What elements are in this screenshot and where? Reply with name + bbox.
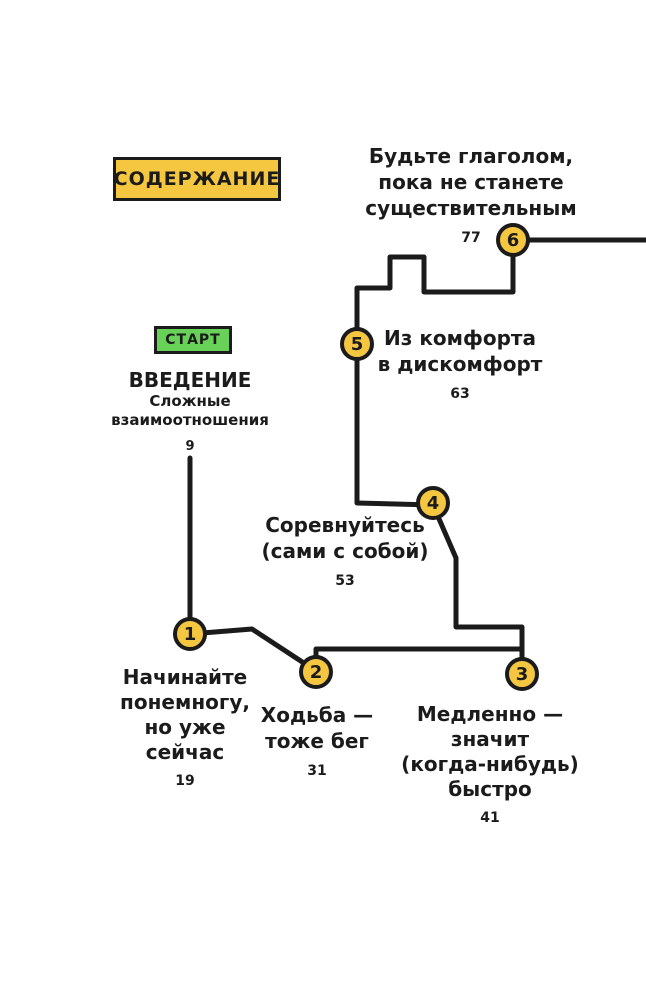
chapter-page-number: 77	[461, 230, 481, 246]
station-marker-2: 2	[299, 655, 333, 689]
chapter-title-line: Медленно —	[416, 702, 564, 726]
chapter-title-line: Начинайте	[122, 665, 248, 689]
station-number: 3	[515, 663, 529, 685]
intro-title: ВВЕДЕНИЕ	[128, 368, 252, 392]
chapter-title-line: сейчас	[145, 740, 225, 764]
station-number: 1	[183, 623, 197, 645]
contents-title: СОДЕРЖАНИЕ	[113, 168, 281, 190]
chapter-title-line: пока не станете	[378, 170, 564, 194]
chapter-6-label: Будьте глаголом, пока не станете существ…	[295, 143, 646, 251]
chapter-title-line: Будьте глаголом,	[368, 144, 574, 168]
intro-page-number: 9	[185, 439, 195, 454]
chapter-page-number: 31	[307, 763, 327, 779]
chapter-page-number: 53	[335, 573, 355, 589]
chapter-title-line: Ходьба —	[260, 703, 374, 727]
station-number: 4	[426, 492, 440, 514]
chapter-title-line: (сами с собой)	[261, 539, 429, 563]
chapter-4-label: Соревнуйтесь (сами с собой) 53	[245, 512, 445, 594]
intro-subtitle-line: Сложные	[149, 392, 231, 410]
chapter-title-line: значит	[450, 727, 530, 751]
chapter-2-label: Ходьба — тоже бег 31	[237, 702, 397, 784]
chapter-5-label: Из комфорта в дискомфорт 63	[360, 325, 560, 407]
intro-subtitle-line: взаимоотношения	[111, 411, 269, 429]
station-marker-1: 1	[173, 617, 207, 651]
chapter-title-line: тоже бег	[265, 729, 369, 753]
chapter-page-number: 19	[175, 773, 195, 789]
chapter-title-line: понемногу,	[120, 690, 250, 714]
start-badge: СТАРТ	[154, 326, 232, 354]
chapter-title-line: быстро	[448, 777, 532, 801]
start-label: СТАРТ	[165, 332, 221, 348]
station-marker-5: 5	[340, 327, 374, 361]
station-number: 6	[506, 229, 520, 251]
station-marker-3: 3	[505, 657, 539, 691]
chapter-title-line: (когда-нибудь)	[401, 752, 579, 776]
intro-block: ВВЕДЕНИЕ Сложные взаимоотношения 9	[90, 368, 290, 460]
contents-title-box: СОДЕРЖАНИЕ	[113, 157, 281, 201]
chapter-3-label: Медленно — значит (когда-нибудь) быстро …	[390, 702, 590, 831]
chapter-title-line: но уже	[144, 715, 226, 739]
chapter-page-number: 41	[480, 810, 500, 826]
chapter-title-line: в дискомфорт	[377, 352, 543, 376]
chapter-page-number: 63	[450, 386, 470, 402]
chapter-title-line: Соревнуйтесь	[265, 513, 425, 537]
chapter-title-line: Из комфорта	[384, 326, 536, 350]
station-number: 2	[309, 661, 323, 683]
station-marker-6: 6	[496, 223, 530, 257]
chapter-1-label: Начинайте понемногу, но уже сейчас 19	[85, 665, 285, 794]
station-number: 5	[350, 333, 364, 355]
chapter-title-line: существительным	[365, 196, 577, 220]
station-marker-4: 4	[416, 486, 450, 520]
